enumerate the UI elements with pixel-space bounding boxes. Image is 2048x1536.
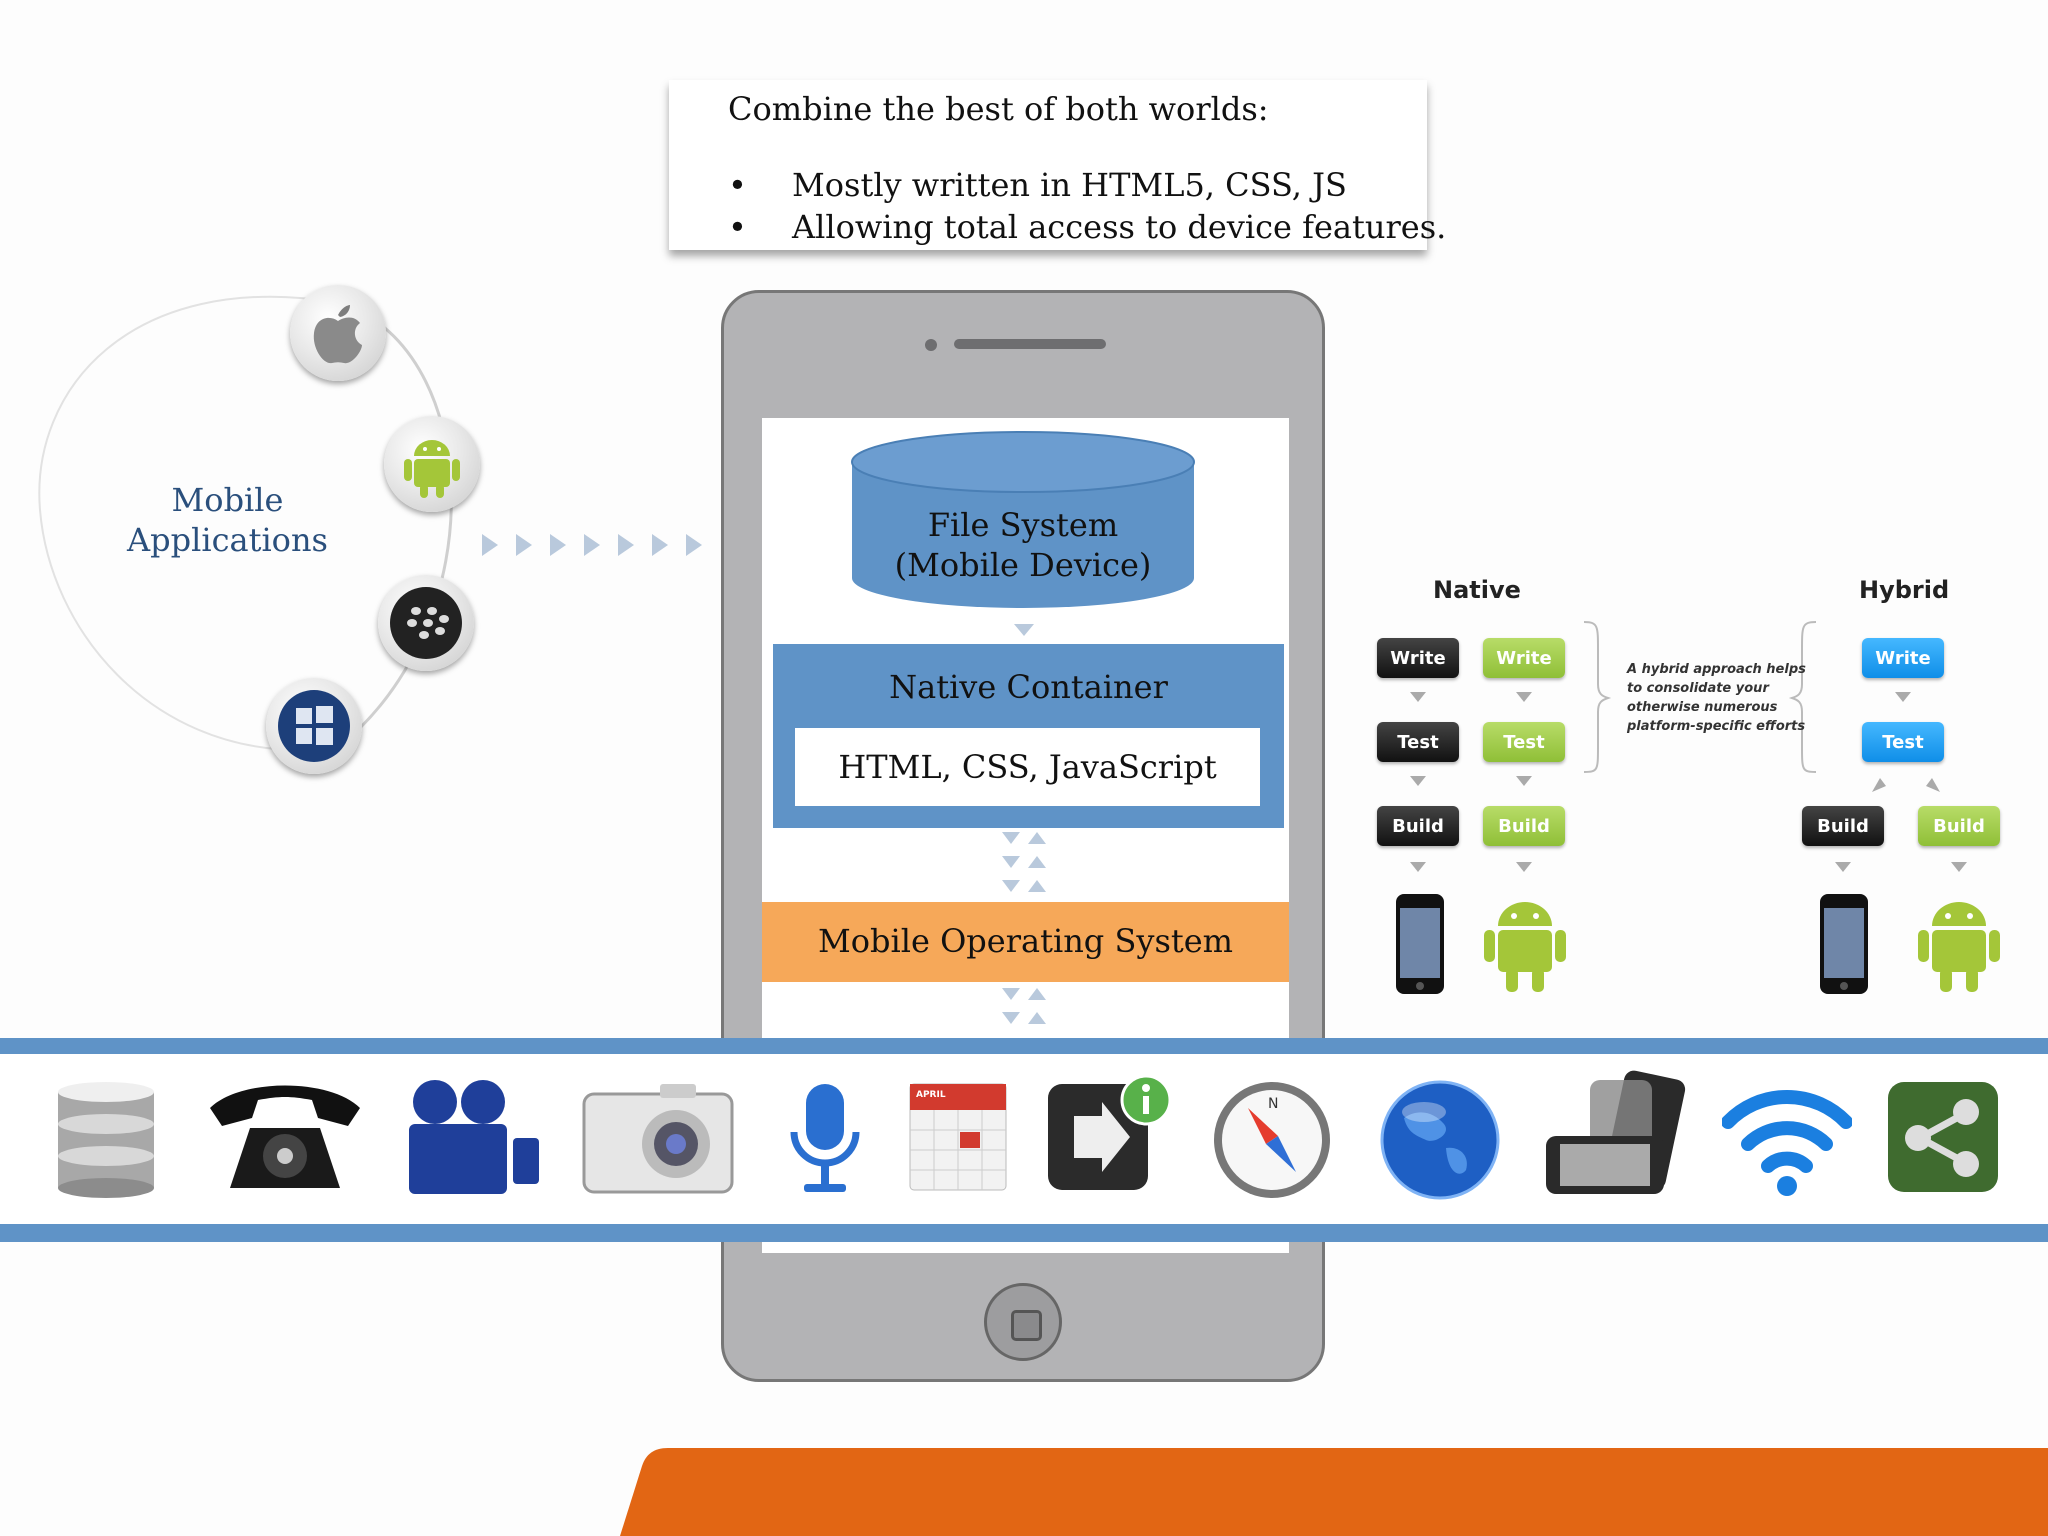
home-button[interactable] [984,1283,1062,1361]
web-stack-label: HTML, CSS, JavaScript [838,748,1217,786]
down-arrow [1835,862,1851,872]
bracket-lines [1583,621,1817,773]
hybrid-write-step: Write [1862,638,1944,678]
wifi-icon [1722,1089,1852,1196]
down-arrow [1410,692,1426,702]
bullet-item: • Allowing total access to device featur… [669,208,1446,248]
native-android-build-step: Build [1483,806,1565,846]
callout-title: Combine the best of both worlds: [728,90,1269,128]
front-camera [925,339,937,351]
windows-icon [266,678,362,774]
telephone-icon [210,1085,360,1188]
label-line: (Mobile Device) [894,546,1152,584]
native-android-test-step: Test [1483,722,1565,762]
svg-text:N: N [1268,1096,1278,1112]
compass-icon: N [1214,1082,1330,1198]
calendar-month: APRIL [916,1090,946,1100]
down-arrow [1410,862,1426,872]
android-robot-icon [1484,902,1566,992]
android-robot-icon [1918,902,2000,992]
microphone-icon [790,1084,860,1192]
globe-icon [1380,1080,1500,1200]
features-bottom-stripe [0,1224,2048,1242]
bullet-text: Allowing total access to device features… [792,208,1447,246]
native-android-write-step: Write [1483,638,1565,678]
orange-footer-band [620,1448,2048,1536]
down-arrow [1410,776,1426,786]
iphone-icon [1820,894,1868,994]
calendar-icon: APRIL [906,1078,1010,1194]
speaker-grille [954,339,1106,349]
features-band [0,1054,2048,1224]
native-container-label: Native Container [889,668,1168,706]
phones-rotation-icon [1546,1070,1686,1194]
bullet-dot: • [728,208,747,246]
down-arrow [1516,862,1532,872]
split-arrows [1872,778,1940,792]
file-system-cylinder [851,431,1195,608]
native-ios-write-step: Write [1377,638,1459,678]
native-ios-test-step: Test [1377,722,1459,762]
label-line: File System [927,506,1119,544]
down-arrow [1516,692,1532,702]
label-line: Applications [127,521,328,559]
android-icon [384,416,480,512]
iphone-icon [1396,894,1444,994]
label-line: Mobile [171,481,284,519]
bullet-text: Mostly written in HTML5, CSS, JS [792,166,1347,204]
bidirectional-arrows [1002,832,1046,892]
features-top-stripe [0,1038,2048,1054]
bullet-item: • Mostly written in HTML5, CSS, JS [669,166,1427,206]
file-system-label: File System (Mobile Device) [850,505,1196,585]
native-ios-build-step: Build [1377,806,1459,846]
down-arrow [1895,692,1911,702]
blackberry-icon [378,575,474,671]
home-button-square [1011,1310,1042,1341]
share-icon [1888,1082,1998,1192]
hybrid-test-step: Test [1862,722,1944,762]
feature-callout: Combine the best of both worlds: • Mostl… [669,80,1446,250]
down-arrow [1014,624,1034,636]
apple-icon [290,285,386,381]
mobile-applications-label: Mobile Applications [100,480,355,560]
bullet-dot: • [728,166,747,204]
flow-arrows [482,534,702,556]
hybrid-ios-build-step: Build [1802,806,1884,846]
hybrid-note: A hybrid approach helps to consolidate y… [1627,662,1806,734]
bidirectional-arrows [1002,988,1046,1024]
video-camera-icon [409,1080,539,1194]
operating-system-label: Mobile Operating System [817,922,1234,960]
web-stack-box: HTML, CSS, JavaScript [795,728,1260,806]
hybrid-android-build-step: Build [1918,806,2000,846]
hybrid-title: Hybrid [1859,576,1950,604]
native-title: Native [1433,576,1521,604]
down-arrow [1516,776,1532,786]
camera-icon [582,1084,734,1194]
down-arrow [1951,862,1967,872]
database-icon [58,1082,154,1198]
operating-system-box: Mobile Operating System [762,902,1289,982]
arrow-info-icon [1048,1074,1172,1190]
